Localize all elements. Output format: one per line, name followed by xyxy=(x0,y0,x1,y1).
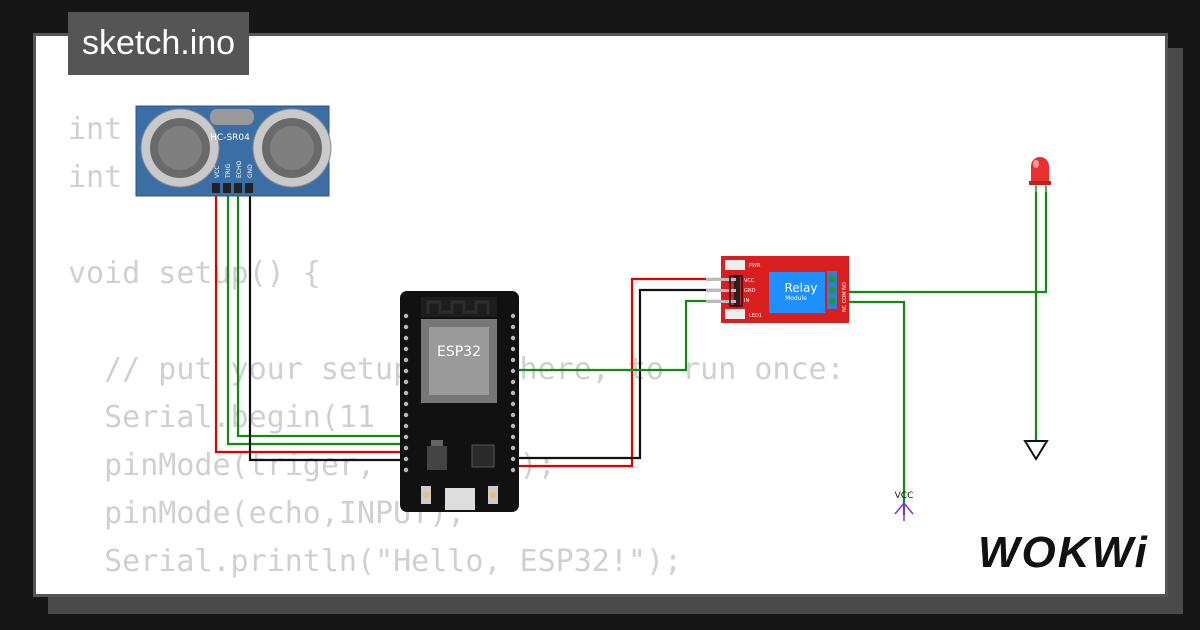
code-line: Serial.begin(11 xyxy=(68,400,376,435)
wire-led-anode xyxy=(846,186,1048,294)
code-line: Serial.println("Hello, ESP32!"); xyxy=(68,544,683,579)
relay-terminal-labels: NC COM NO xyxy=(842,282,848,312)
mcu-name: ESP32 xyxy=(437,344,481,360)
code-background: int int void setup() { // put your setup c… xyxy=(68,106,845,594)
wire-vcc-sensor xyxy=(214,193,403,454)
relay-text: PWR LED1 VCC GND IN xyxy=(744,263,762,319)
relay-pin-label: GND xyxy=(744,288,756,294)
relay-pin-label: IN xyxy=(744,298,749,304)
wire-trig xyxy=(226,193,403,446)
code-line: pinMode(triger, ); xyxy=(68,448,556,483)
sensor-pin-label: TRIG xyxy=(225,163,232,179)
wire-led-cathode xyxy=(846,300,906,515)
code-line: int xyxy=(68,112,123,147)
sensor-pin-label: GND xyxy=(247,164,254,178)
esp32-board[interactable]: ESP32 xyxy=(400,291,519,512)
sensor-name: HC-SR04 xyxy=(210,133,250,143)
brand-logo: WOKWi xyxy=(978,528,1149,577)
wire-gnd-sensor xyxy=(248,193,403,462)
sensor-pins xyxy=(212,183,253,193)
relay-title: Relay xyxy=(785,281,818,295)
code-line: void setup() { xyxy=(68,256,321,291)
ground-icon xyxy=(1023,440,1049,461)
led[interactable] xyxy=(1029,157,1051,192)
vcc-label: VCC xyxy=(895,491,914,501)
vcc-icon: VCC xyxy=(894,491,914,521)
wires xyxy=(214,186,1048,515)
sensor-pin-label: VCC xyxy=(214,166,221,178)
file-tab[interactable]: sketch.ino xyxy=(68,12,250,75)
relay-led-label: LED1 xyxy=(749,313,762,319)
sensor-pin-label: ECHO xyxy=(236,161,243,178)
code-line: int xyxy=(68,160,123,195)
sensor-pin-labels: VCC TRIG ECHO GND xyxy=(214,161,254,179)
relay-subtitle: Module xyxy=(785,295,807,302)
relay-module[interactable]: PWR LED1 VCC GND IN Relay Module NC COM … xyxy=(706,256,849,323)
wire-relay-vcc xyxy=(515,277,730,468)
wire-relay-gnd xyxy=(515,288,730,460)
ultrasonic-sensor[interactable]: HC-SR04 VCC TRIG ECHO GND xyxy=(135,105,332,197)
wire-relay-in xyxy=(515,299,730,372)
wire-echo xyxy=(236,193,403,438)
code-line: pinMode(13, OUTPUT); xyxy=(68,586,845,594)
relay-pwr-label: PWR xyxy=(749,263,761,269)
code-line: // put your setup code here, to run once… xyxy=(104,352,845,387)
relay-pin-label: VCC xyxy=(744,278,755,284)
